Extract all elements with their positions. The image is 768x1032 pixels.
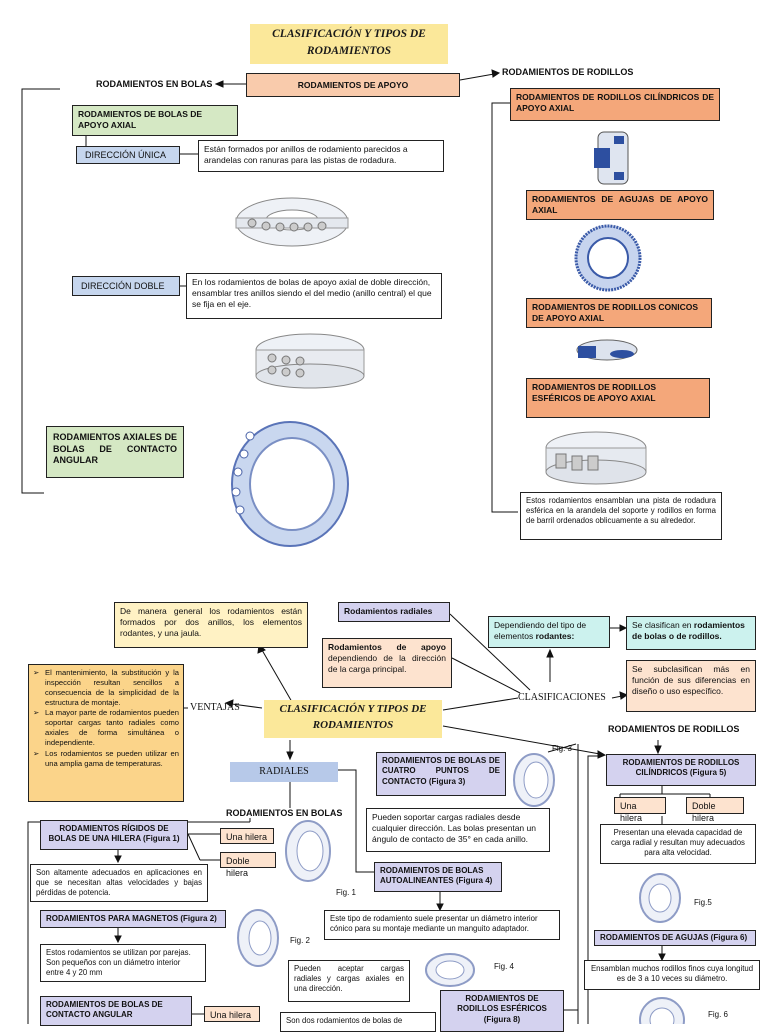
- bottom-title: CLASIFICACIÓN Y TIPOS DE RODAMIENTOS: [264, 700, 442, 738]
- fig1-label: Fig. 1: [336, 888, 357, 897]
- cylindrical-roller-bearing-image: [594, 131, 629, 185]
- una-hilera-tag: Una hilera: [220, 828, 274, 844]
- radiales-label: RADIALES: [230, 762, 338, 782]
- magnetos-box: RODAMIENTOS PARA MAGNETOS (Figura 2): [40, 910, 226, 928]
- dependiendo-box: Dependiendo del tipo de elementos rodant…: [488, 616, 610, 648]
- fig6-label: Fig. 6: [708, 1010, 729, 1019]
- arrow-bullet-icon: ➢: [33, 708, 40, 718]
- bottom-rodillos-heading: RODAMIENTOS DE RODILLOS: [608, 724, 740, 734]
- ventaja-item: ➢El mantenimiento, la substitución y la …: [33, 668, 179, 707]
- needle-roller-bearing-image: [574, 224, 642, 292]
- arrow-bullet-icon: ➢: [33, 748, 40, 758]
- thrust-ball-bearing-image: [235, 197, 349, 247]
- double-direction-bearing-image: [255, 333, 365, 389]
- contacto-angular-box: RODAMIENTOS DE BOLAS DE CONTACTO ANGULAR: [40, 996, 192, 1026]
- ventaja-item: ➢Los rodamientos se pueden utilizar en u…: [33, 748, 179, 768]
- ventajas-list: ➢El mantenimiento, la substitución y la …: [28, 664, 184, 802]
- direccion-doble-text: En los rodamientos de bolas de apoyo axi…: [186, 273, 442, 319]
- fig5-bearing-image: [639, 873, 681, 923]
- cilindricos-axial-box: RODAMIENTOS DE RODILLOS CILÍNDRICOS DE A…: [510, 88, 720, 121]
- angular-contact-bearing-image: [231, 421, 349, 547]
- agujas-axial-box: RODAMIENTOS DE AGUJAS DE APOYO AXIAL: [526, 190, 714, 220]
- general-text: De manera general los rodamientos están …: [114, 602, 308, 648]
- doble-hilera-tag: Doble hilera: [220, 852, 276, 878]
- rigidos-box: RODAMIENTOS RÍGIDOS DE BOLAS DE UNA HILE…: [40, 820, 188, 850]
- fig1-bearing-image: [285, 820, 331, 882]
- cuatro-puntos-box: RODAMIENTOS DE BOLAS DE CUATRO PUNTOS DE…: [376, 752, 506, 796]
- ventaja-item: ➢La mayor parte de rodamientos pueden so…: [33, 708, 179, 748]
- rodillos-heading: RODAMIENTOS DE RODILLOS: [502, 67, 634, 77]
- fig4-label: Fig. 4: [494, 962, 515, 971]
- bolas-apoyo-axial-box: RODAMIENTOS DE BOLAS DE APOYO AXIAL: [72, 105, 238, 136]
- subclasifican-box: Se subclasifican más en función de sus d…: [626, 660, 756, 712]
- rigidos-text: Son altamente adecuados en aplicaciones …: [30, 864, 208, 902]
- direccion-doble-box: DIRECCIÓN DOBLE: [72, 276, 180, 296]
- agujas-box: RODAMIENTOS DE AGUJAS (Figura 6): [594, 930, 756, 946]
- cilindricos-box: RODAMIENTOS DE RODILLOS CILÍNDRICOS (Fig…: [606, 754, 756, 786]
- axiales-contacto-box: RODAMIENTOS AXIALES DE BOLAS DE CONTACTO…: [46, 426, 184, 478]
- clasifican-box: Se clasifican en rodamientos de bolas o …: [626, 616, 756, 650]
- conicos-axial-box: RODAMIENTOS DE RODILLOS CONICOS DE APOYO…: [526, 298, 712, 328]
- arrow-bullet-icon: ➢: [33, 668, 40, 677]
- fig2-bearing-image: [237, 909, 279, 967]
- aceptar-text: Pueden aceptar cargas radiales y cargas …: [288, 960, 410, 1002]
- cilindricos-text: Presentan una elevada capacidad de carga…: [600, 824, 756, 864]
- esfericos-axial-box: RODAMIENTOS DE RODILLOS ESFÉRICOS DE APO…: [526, 378, 710, 418]
- direccion-unica-text: Están formados por anillos de rodamiento…: [198, 140, 444, 172]
- fig3-bearing-image: [513, 753, 555, 807]
- spherical-roller-bearing-image: [545, 431, 647, 485]
- fig6-bearing-image: [639, 997, 685, 1024]
- bolas-heading: RODAMIENTOS EN BOLAS: [96, 79, 213, 89]
- autoalineantes-text: Este tipo de rodamiento suele presentar …: [324, 910, 560, 940]
- esfericos-box: RODAMIENTOS DE RODILLOS ESFÉRICOS (Figur…: [440, 990, 564, 1032]
- radiales-box: Rodamientos radiales: [338, 602, 450, 622]
- una-hilera-tag-2: Una hilera: [204, 1006, 260, 1022]
- fig3-label: Fig. 3: [552, 744, 573, 753]
- top-title: CLASIFICACIÓN Y TIPOS DE RODAMIENTOS: [250, 24, 448, 64]
- tapered-roller-bearing-image: [576, 339, 638, 361]
- apoyo-desc-box: Rodamientos de apoyo dependiendo de la d…: [322, 638, 452, 688]
- fig4-bearing-image: [425, 953, 475, 987]
- doble-hilera-tag-3: Doble hilera: [686, 797, 744, 823]
- apoyo-box: RODAMIENTOS DE APOYO: [246, 73, 460, 97]
- autoalineantes-box: RODAMIENTOS DE BOLAS AUTOALINEANTES (Fig…: [374, 862, 502, 892]
- clasificaciones-label: CLASIFICACIONES: [518, 692, 606, 703]
- magnetos-text: Estos rodamientos se utilizan por pareja…: [40, 944, 206, 982]
- agujas-text: Ensamblan muchos rodillos finos cuya lon…: [584, 960, 760, 990]
- bottom-bolas-heading: RODAMIENTOS EN BOLAS: [226, 808, 343, 818]
- cuatro-puntos-text: Pueden soportar cargas radiales desde cu…: [366, 808, 550, 852]
- fig2-label: Fig. 2: [290, 936, 311, 945]
- una-hilera-tag-3: Una hilera: [614, 797, 666, 823]
- esfericos-axial-text: Estos rodamientos ensamblan una pista de…: [520, 492, 722, 540]
- ventajas-label: VENTAJAS: [190, 702, 240, 713]
- fig5-label: Fig.5: [694, 898, 712, 907]
- direccion-unica-box: DIRECCIÓN ÚNICA: [76, 146, 180, 164]
- dos-rodamientos-text: Son dos rodamientos de bolas de: [280, 1012, 436, 1032]
